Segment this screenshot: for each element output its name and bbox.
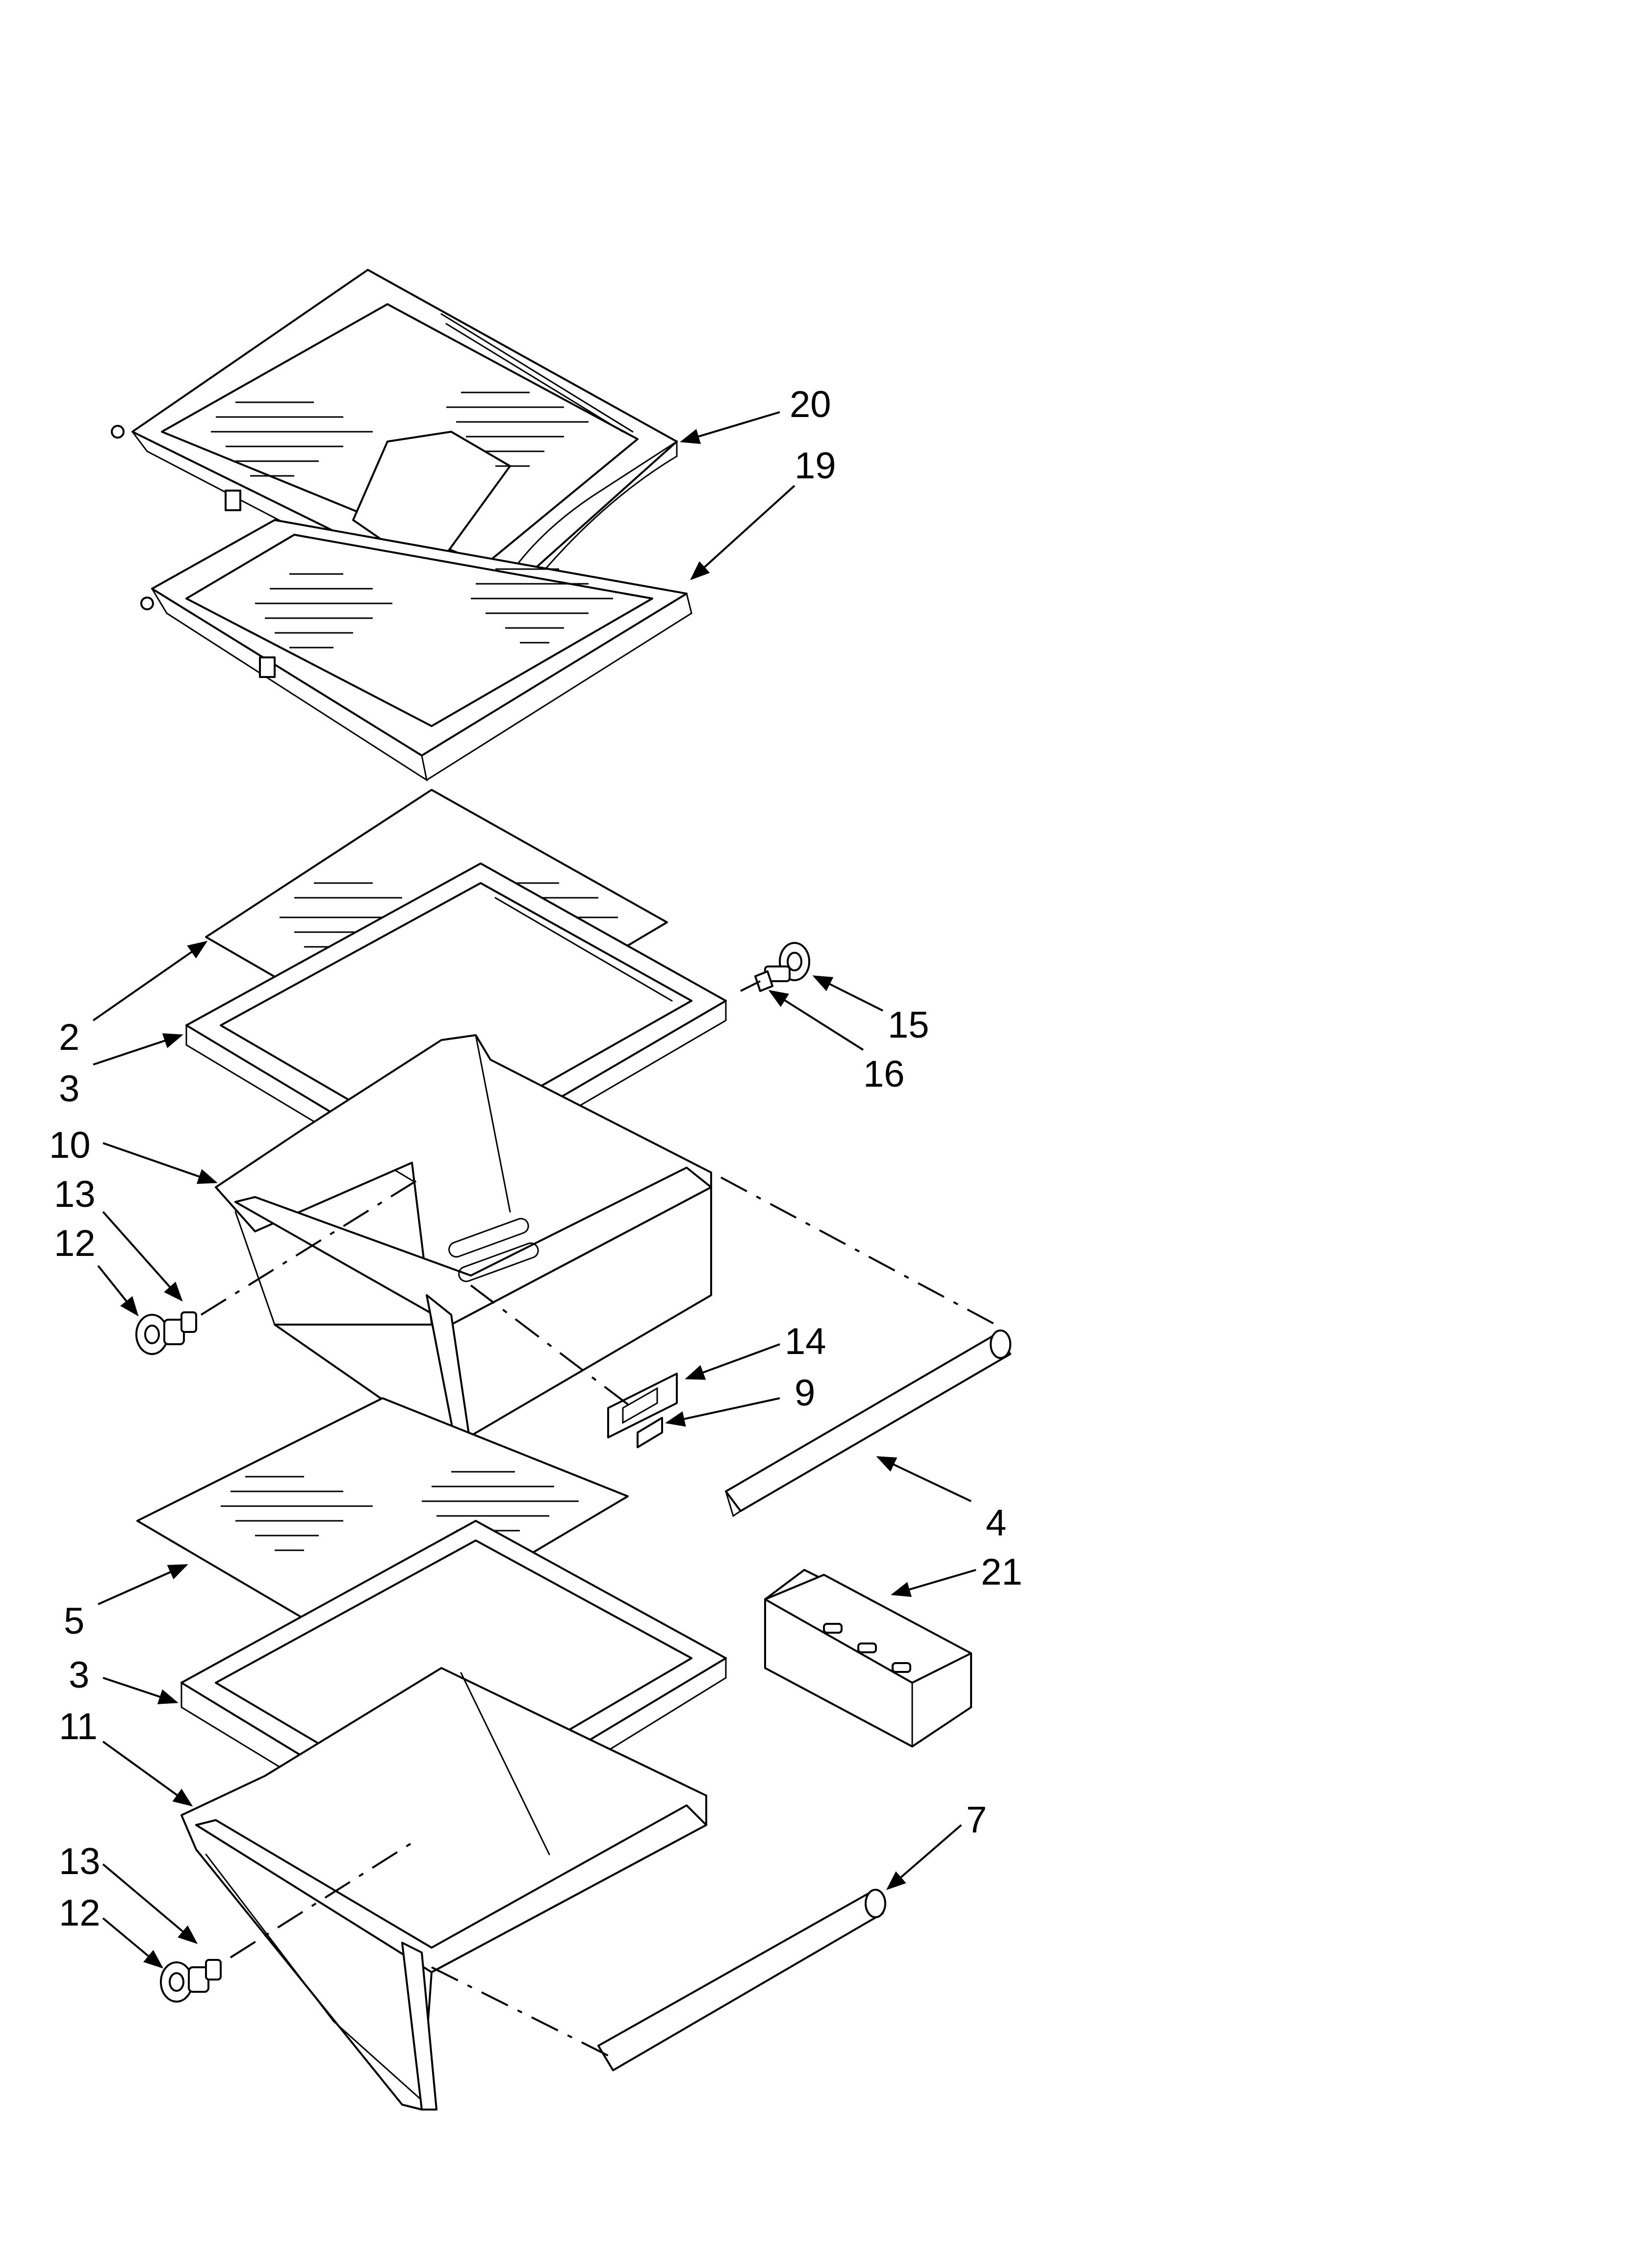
callout-13-upper: 13 [54,1173,96,1215]
callout-10: 10 [49,1124,91,1166]
callout-5: 5 [64,1600,84,1642]
callout-9: 9 [795,1372,815,1414]
callout-11: 11 [59,1706,98,1747]
callout-2: 2 [59,1017,79,1058]
callout-3-lower: 3 [69,1654,89,1696]
callout-12-upper: 12 [54,1223,96,1264]
assembly-lines [200,980,996,2057]
part-12-13-roller-lower [160,1959,222,2003]
callout-14: 14 [785,1321,826,1362]
part-4-drawer-trim [725,1330,1011,1517]
callout-13-lower: 13 [59,1841,101,1882]
part-21-storage-bin [764,1569,972,1747]
part-11-crisper-drawer-lower [180,1667,707,2111]
leader-lines [92,411,976,1969]
part-20-shelf-frame [111,269,678,634]
callout-21: 21 [981,1551,1023,1593]
part-12-13-roller-upper [135,1311,197,1355]
callout-4: 4 [986,1502,1006,1544]
callout-20: 20 [790,384,831,425]
callout-3-upper: 3 [59,1068,79,1110]
part-10-crisper-drawer-upper [215,1034,712,1449]
part-7-drawer-trim-lower [597,1889,886,2071]
callout-15: 15 [888,1004,929,1046]
part-14-clip [607,1373,678,1438]
callout-16: 16 [863,1053,905,1095]
callout-7: 7 [966,1799,987,1841]
callout-12-lower: 12 [59,1892,101,1934]
part-19-shelf [140,519,693,782]
callout-19: 19 [795,445,836,487]
part-5-crisper-cover-glass-lower [136,1397,629,1654]
callout-labels: 20 19 2 3 10 13 12 15 16 14 9 4 21 5 3 1… [49,384,1023,1934]
part-15-16-roller-axle [754,942,810,992]
part-9-clip [637,1417,663,1448]
